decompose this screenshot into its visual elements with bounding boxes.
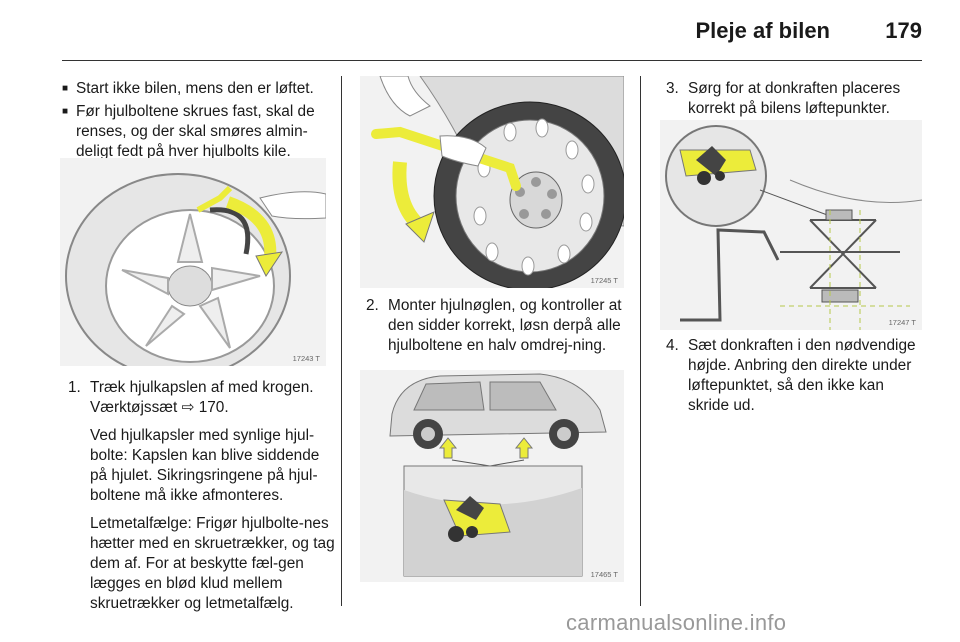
- figure-code: 17245 T: [590, 276, 618, 285]
- step-1: 1. Træk hjulkapslen af med krogen. Værkt…: [68, 378, 336, 614]
- step-number: 1.: [68, 379, 81, 396]
- step-text: Monter hjulnøglen, og kontroller at den …: [388, 297, 622, 354]
- warning-bullet: Før hjulboltene skrues fast, skal de ren…: [62, 102, 334, 162]
- figure-code: 17247 T: [888, 318, 916, 327]
- step-4: 4. Sæt donkraften i den nødvendige højde…: [666, 336, 928, 416]
- car-lift-points-illustration: 17465 T: [360, 370, 624, 582]
- step-number: 4.: [666, 337, 679, 354]
- reference-label: Værktøjssæt: [90, 399, 178, 416]
- step-2: 2. Monter hjulnøglen, og kontroller at d…: [366, 296, 632, 356]
- step-number: 2.: [366, 297, 379, 314]
- column-divider-1: [341, 76, 342, 606]
- figure-code: 17465 T: [590, 570, 618, 579]
- wheel-wrench-illustration: 17245 T: [360, 76, 624, 288]
- figure-code: 17243 T: [292, 354, 320, 363]
- page-reference-arrow-icon: ⇨: [181, 399, 195, 416]
- reference-page[interactable]: 170.: [198, 399, 229, 416]
- warning-bullet: Start ikke bilen, mens den er løftet.: [62, 79, 334, 99]
- step-1-note-hubcap: Ved hjulkapsler med synlige hjul-bolte: …: [90, 427, 320, 504]
- hubcap-removal-illustration: 17243 T: [60, 158, 326, 366]
- step-1-note-alloy: Letmetalfælge: Frigør hjulbolte-nes hætt…: [90, 515, 335, 612]
- page-number: 179: [885, 18, 922, 43]
- step-text: Sæt donkraften i den nødvendige højde. A…: [688, 337, 916, 414]
- step-text: Sørg for at donkraften placeres korrekt …: [688, 80, 901, 117]
- jack-positioning-illustration: 17247 T: [660, 120, 922, 330]
- column-divider-2: [640, 76, 641, 606]
- step-number: 3.: [666, 80, 679, 97]
- warning-list: Start ikke bilen, mens den er løftet. Fø…: [62, 79, 334, 165]
- header-divider: [62, 60, 922, 61]
- step-3: 3. Sørg for at donkraften placeres korre…: [666, 79, 928, 119]
- section-title: Pleje af bilen: [695, 18, 831, 43]
- step-text: Træk hjulkapslen af med krogen.: [90, 379, 314, 396]
- watermark: carmanualsonline.info: [566, 610, 787, 635]
